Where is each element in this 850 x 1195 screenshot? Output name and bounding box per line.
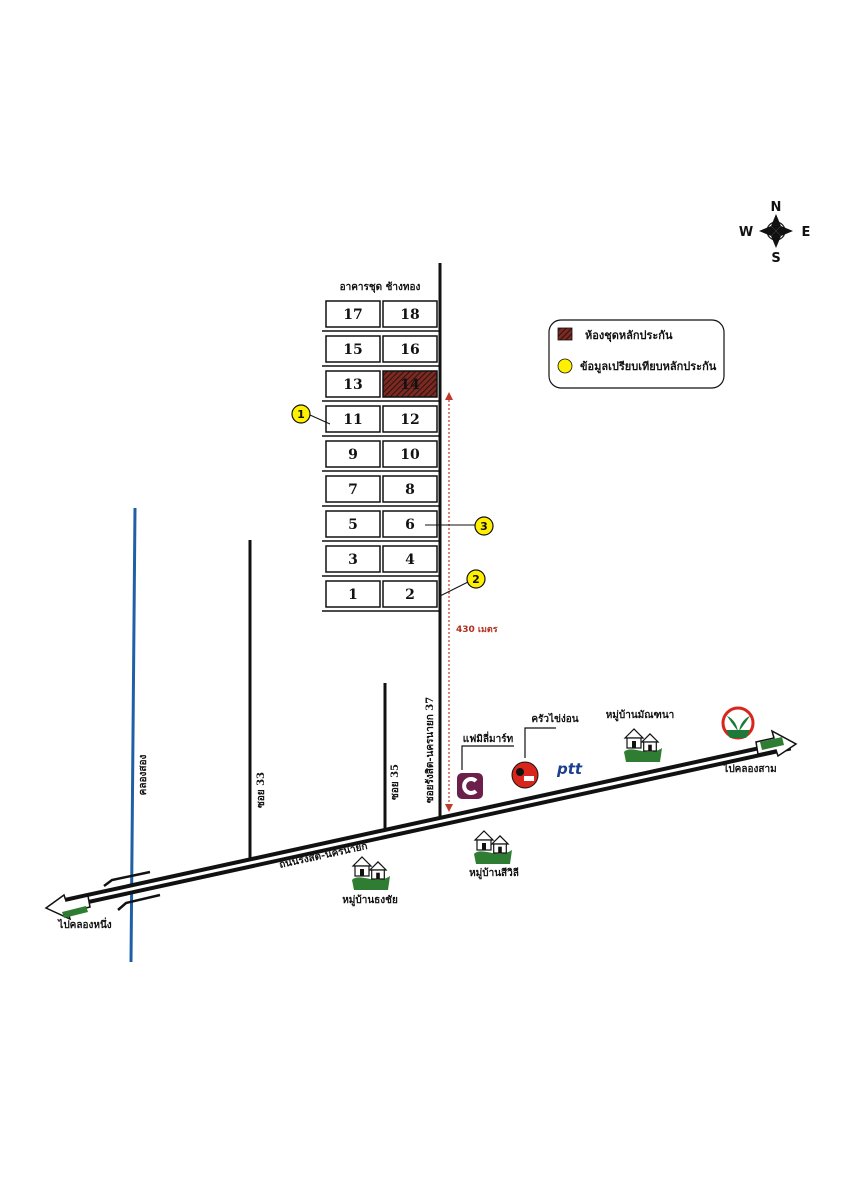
unit-cell xyxy=(382,475,438,503)
unit-cell xyxy=(325,335,381,363)
village-manthana-house-icon xyxy=(623,728,662,762)
direction-right-label: ไปคลองสาม xyxy=(722,762,776,775)
unit-number: 7 xyxy=(348,482,358,498)
restaurant-location: ครัวไข่ง่อน xyxy=(511,712,579,789)
unit-number: 6 xyxy=(405,517,415,533)
distance-indicator: 430 เมตร xyxy=(445,392,498,812)
compass-rose: N S W E xyxy=(739,200,811,266)
soi-33-label: ซอย 33 xyxy=(256,772,267,808)
unit-cell xyxy=(382,440,438,468)
marker-1-number: 1 xyxy=(297,408,305,421)
unit-number: 4 xyxy=(405,552,415,568)
village-siwilai-house-icon xyxy=(473,830,512,864)
canal-label: คลองสอง xyxy=(138,755,149,796)
unit-number: 16 xyxy=(400,342,419,358)
unit-cell xyxy=(325,545,381,573)
familymart-location: แฟมิลี่มาร์ท xyxy=(457,731,514,799)
village-siwilai-label: หมู่บ้านสีวิลี xyxy=(469,867,519,880)
direction-left-label: ไปคลองหนึ่ง xyxy=(57,917,112,931)
compass-s: S xyxy=(771,251,780,266)
compass-e: E xyxy=(802,225,811,240)
unit-cell xyxy=(325,370,381,398)
legend-comparison-label: ข้อมูลเปรียบเทียบหลักประกัน xyxy=(580,360,717,374)
unit-number: 18 xyxy=(400,307,419,323)
distance-label: 430 เมตร xyxy=(456,625,498,635)
arrow-to-khlong-nueng xyxy=(44,893,91,921)
village-manthana-label: หมู่บ้านมัณฑนา xyxy=(606,709,675,722)
unit-cell xyxy=(325,300,381,328)
unit-cell xyxy=(325,405,381,433)
restaurant-label: ครัวไข่ง่อน xyxy=(531,712,578,725)
unit-cell xyxy=(382,545,438,573)
legend-collateral-swatch xyxy=(557,327,573,341)
unit-number: 10 xyxy=(400,447,420,463)
soi-35-label: ซอย 35 xyxy=(390,764,401,800)
unit-number: 2 xyxy=(405,587,415,603)
familymart-logo-icon xyxy=(457,773,483,799)
main-road xyxy=(56,739,792,911)
ptt-logo: ptt xyxy=(556,760,583,778)
unit-number: 12 xyxy=(400,412,419,428)
unit-number: 14 xyxy=(400,377,420,393)
restaurant-logo-icon xyxy=(511,761,539,789)
unit-number: 3 xyxy=(348,552,358,568)
village-thongchai-label: หมู่บ้านธงชัย xyxy=(342,894,398,907)
unit-cell xyxy=(382,405,438,433)
arrow-to-khlong-sam xyxy=(755,729,798,758)
unit-number: 9 xyxy=(348,447,358,463)
unit-number: 1 xyxy=(348,587,358,603)
unit-cell xyxy=(382,580,438,608)
compass-n: N xyxy=(771,200,782,215)
unit-cell xyxy=(325,475,381,503)
unit-number: 11 xyxy=(343,412,362,428)
marker-3: 3 xyxy=(425,516,494,536)
marker-2-number: 2 xyxy=(472,573,480,586)
unit-number: 5 xyxy=(348,517,358,533)
legend-collateral-label: ห้องชุดหลักประกัน xyxy=(585,329,673,343)
marker-3-number: 3 xyxy=(480,520,488,533)
unit-cell xyxy=(382,300,438,328)
unit-number: 13 xyxy=(343,377,362,393)
familymart-label: แฟมิลี่มาร์ท xyxy=(463,731,514,745)
collateral-unit xyxy=(382,370,438,398)
unit-cell xyxy=(382,335,438,363)
legend: ห้องชุดหลักประกัน ข้อมูลเปรียบเทียบหลักป… xyxy=(548,319,725,389)
unit-number: 15 xyxy=(343,342,362,358)
soi-37-label: ซอยรังสิต-นครนายก 37 xyxy=(424,697,436,803)
unit-cell xyxy=(325,580,381,608)
unit-cell xyxy=(325,510,381,538)
unit-number: 8 xyxy=(405,482,415,498)
kbank-logo-icon xyxy=(721,706,755,740)
unit-cell xyxy=(325,440,381,468)
legend-comparison-swatch xyxy=(557,358,573,374)
marker-2: 2 xyxy=(439,569,486,597)
marker-1: 1 xyxy=(291,404,331,425)
unit-number: 17 xyxy=(343,307,362,323)
village-thongchai-house-icon xyxy=(351,856,390,890)
canal-bridge xyxy=(103,870,161,911)
compass-w: W xyxy=(739,225,753,240)
building-title: อาคารชุด ช้างทอง xyxy=(340,281,421,293)
unit-cell xyxy=(382,510,438,538)
